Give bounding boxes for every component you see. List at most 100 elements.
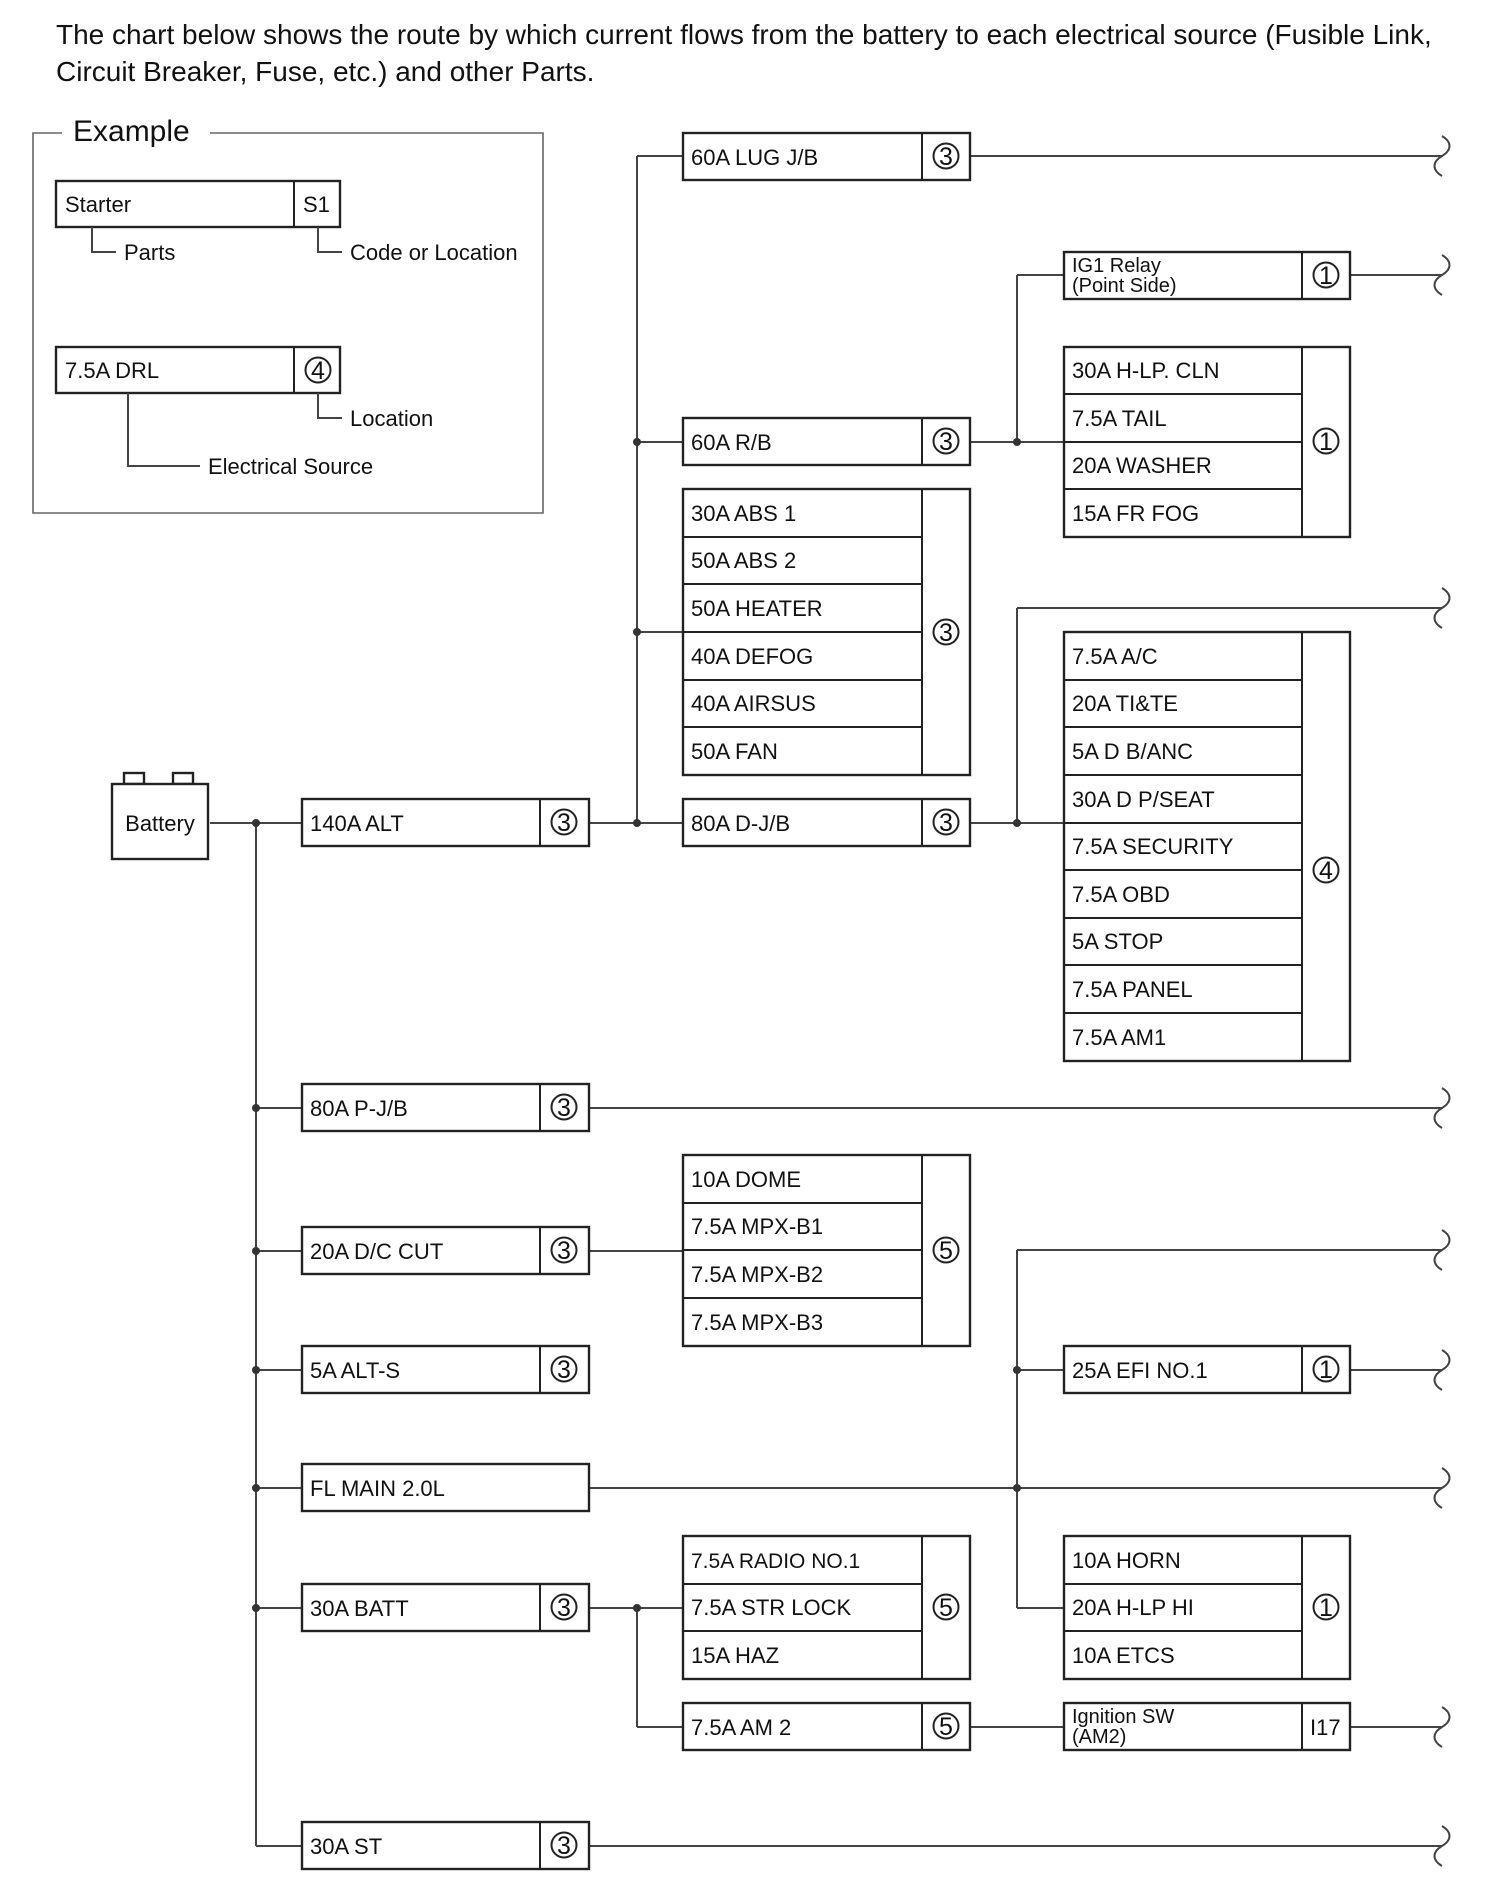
example-heading: Example [73,115,190,148]
source-label: 80A P-J/B [310,1096,408,1121]
example-part-code: S1 [303,192,330,217]
source-20a-dc-cut: 20A D/C CUT 3 [300,1225,591,1276]
source-label: 25A EFI NO.1 [1072,1358,1208,1383]
part-label: IG1 Relay [1072,255,1161,277]
location-number: 3 [939,143,953,171]
fuse-label: 7.5A MPX-B3 [691,1310,823,1335]
location-number: 3 [557,1094,571,1122]
source-60a-lug-jb: 60A LUG J/B 3 [681,131,972,182]
source-80a-d-jb: 80A D-J/B 3 [681,797,972,848]
wires [210,135,1451,1867]
fuse-label: 50A ABS 2 [691,548,796,573]
fuse-label: 7.5A OBD [1072,882,1170,907]
example-source-desc-label: Electrical Source [208,454,373,479]
fuse-label: 7.5A SECURITY [1072,834,1234,859]
source-7-5a-am2: 7.5A AM 2 5 [681,1701,972,1752]
location-number: 3 [939,619,953,647]
fuse-label: 7.5A PANEL [1072,977,1193,1002]
battery-label: Battery [125,811,195,836]
fuse-label: 50A FAN [691,739,778,764]
example-part-label: Starter [65,192,131,217]
fuse-label: 20A TI&TE [1072,691,1178,716]
location-number: 3 [557,1832,571,1860]
part-code: I17 [1310,1715,1341,1740]
location-number: 3 [939,809,953,837]
location-number: 1 [1319,428,1333,456]
fuse-group-dc-cut: 10A DOME 7.5A MPX-B1 7.5A MPX-B2 7.5A MP… [681,1153,972,1348]
fuse-label: 40A AIRSUS [691,691,816,716]
fuse-label: 20A WASHER [1072,453,1212,478]
source-label: 20A D/C CUT [310,1239,443,1264]
example-code-label: Code or Location [350,240,518,265]
source-30a-batt: 30A BATT 3 [300,1582,591,1633]
part-ignition-sw: Ignition SW (AM2) I17 [1062,1701,1352,1752]
fuse-group-horn: 10A HORN 20A H-LP HI 10A ETCS 1 [1062,1534,1352,1681]
part-label-sub: (Point Side) [1072,275,1177,297]
source-60a-rb: 60A R/B 3 [681,416,972,467]
fuse-label: 5A D B/ANC [1072,739,1193,764]
location-number: 5 [939,1713,953,1741]
source-80a-p-jb: 80A P-J/B 3 [300,1082,591,1133]
fuse-group-abs: 30A ABS 1 50A ABS 2 50A HEATER 40A DEFOG… [681,487,972,777]
fuse-label: 30A D P/SEAT [1072,787,1215,812]
example-part-box: Starter S1 [54,179,342,229]
location-number: 3 [557,1356,571,1384]
example-source-box: 7.5A DRL 4 [54,345,342,395]
source-140a-alt: 140A ALT 3 [300,797,591,848]
source-label: FL MAIN 2.0L [310,1476,445,1501]
fuse-label: 7.5A TAIL [1072,406,1167,431]
fuse-label: 7.5A MPX-B1 [691,1214,823,1239]
part-label-sub: (AM2) [1072,1726,1126,1748]
fuse-label: 7.5A STR LOCK [691,1595,852,1620]
source-label: 30A ST [310,1834,382,1859]
fuse-label: 7.5A A/C [1072,644,1158,669]
source-label: 60A LUG J/B [691,145,818,170]
location-number: 3 [557,1237,571,1265]
source-30a-st: 30A ST 3 [300,1820,591,1871]
fuse-label: 7.5A MPX-B2 [691,1262,823,1287]
example-source-label: 7.5A DRL [65,358,159,383]
fuse-label: 7.5A RADIO NO.1 [691,1550,860,1573]
location-number: 1 [1319,1594,1333,1622]
fuse-label: 10A DOME [691,1167,801,1192]
fuse-label: 7.5A AM1 [1072,1025,1166,1050]
location-number: 3 [557,809,571,837]
source-label: 140A ALT [310,811,404,836]
fuse-label: 10A ETCS [1072,1643,1175,1668]
fuse-group-rb: 30A H-LP. CLN 7.5A TAIL 20A WASHER 15A F… [1062,345,1352,539]
fuse-label: 15A HAZ [691,1643,779,1668]
source-label: 60A R/B [691,430,772,455]
source-fl-main: FL MAIN 2.0L [300,1462,591,1513]
fuse-label: 50A HEATER [691,596,823,621]
location-number: 1 [1319,1356,1333,1384]
fuse-label: 30A ABS 1 [691,501,796,526]
example-location-label: Location [350,406,433,431]
fuse-group-batt: 7.5A RADIO NO.1 7.5A STR LOCK 15A HAZ 5 [681,1534,972,1681]
intro-text: The chart below shows the route by which… [56,19,1432,87]
location-number: 1 [1319,262,1333,290]
fuse-label: 40A DEFOG [691,644,813,669]
example-location-number: 4 [311,357,325,385]
fuse-label: 10A HORN [1072,1548,1181,1573]
source-label: 5A ALT-S [310,1358,400,1383]
source-label: 7.5A AM 2 [691,1715,791,1740]
source-label: 30A BATT [310,1596,409,1621]
source-label: 80A D-J/B [691,811,790,836]
location-number: 3 [939,428,953,456]
fuse-label: 15A FR FOG [1072,501,1199,526]
location-number: 5 [939,1594,953,1622]
battery: Battery [110,771,210,861]
fuse-label: 20A H-LP HI [1072,1595,1194,1620]
fuse-label: 5A STOP [1072,929,1163,954]
source-25a-efi: 25A EFI NO.1 1 [1062,1344,1352,1395]
source-5a-alt-s: 5A ALT-S 3 [300,1344,591,1395]
fuse-label: 30A H-LP. CLN [1072,358,1220,383]
example-parts-label: Parts [124,240,175,265]
part-label: Ignition SW [1072,1706,1174,1728]
location-number: 3 [557,1594,571,1622]
fuse-group-djb: 7.5A A/C 20A TI&TE 5A D B/ANC 30A D P/SE… [1062,630,1352,1063]
location-number: 4 [1319,857,1333,885]
location-number: 5 [939,1237,953,1265]
part-ig1-relay: IG1 Relay (Point Side) 1 [1062,250,1352,301]
